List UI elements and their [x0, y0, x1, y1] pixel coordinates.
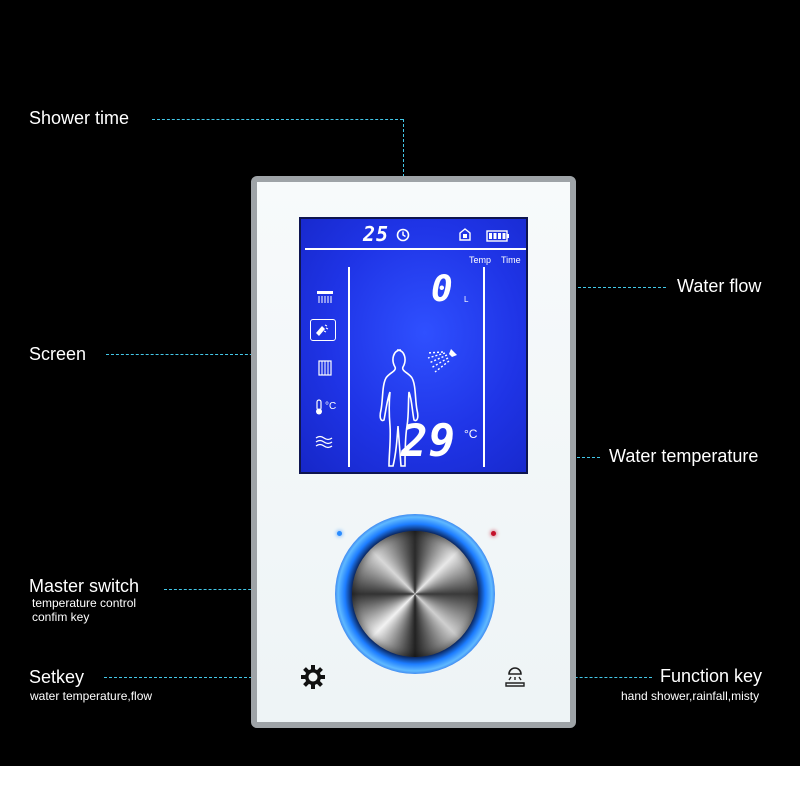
setkey-label: Setkey [29, 667, 85, 687]
water-temperature-unit: °C [464, 427, 478, 441]
master-switch-label: Master switch [29, 576, 140, 596]
function-key-sub: hand shower,rainfall,misty [621, 689, 760, 703]
gear-icon[interactable] [300, 664, 326, 695]
right-divider [483, 267, 485, 467]
water-flow-value: 0 [431, 269, 454, 310]
setkey-sub: water temperature,flow [30, 689, 153, 703]
person-icon [365, 347, 435, 472]
water-flow-label: Water flow [677, 276, 762, 296]
function-key-label: Function key [660, 666, 763, 686]
right-indicator-led [491, 531, 496, 536]
temp-tab: Temp [469, 255, 492, 265]
time-tab: Time [501, 255, 521, 265]
rainfall-icon [316, 290, 334, 309]
lcd-screen[interactable]: 25 Temp Time °C 0 L 29 °C [299, 217, 528, 474]
left-indicator-led [337, 531, 342, 536]
setkey-leader [104, 677, 292, 678]
shower-time-leader-vertical [403, 119, 404, 227]
clock-icon [396, 228, 410, 247]
small-temp-unit: °C [325, 401, 337, 412]
master-switch-knob[interactable] [352, 531, 478, 657]
screen-leader [106, 354, 362, 355]
battery-icon [486, 229, 510, 247]
water-temperature-value: 29 [401, 416, 456, 467]
left-divider [348, 267, 350, 467]
body-jet-icon [318, 360, 332, 381]
master-switch-sub-2: confim key [32, 610, 90, 624]
water-flow-unit: L [464, 295, 469, 304]
spray-icon [425, 347, 459, 378]
shower-time-leader [152, 119, 403, 120]
top-divider [305, 248, 526, 250]
shower-function-icon[interactable] [503, 664, 527, 693]
screen-label: Screen [29, 344, 87, 364]
master-switch-sub-1: temperature control [32, 596, 137, 610]
bottom-white-band [0, 766, 800, 800]
lock-icon [458, 227, 472, 246]
shower-time-label: Shower time [29, 108, 130, 128]
hand-shower-icon [310, 319, 336, 341]
shower-time-value: 25 [363, 222, 390, 246]
water-temperature-label: Water temperature [609, 446, 759, 466]
function-key-leader [535, 677, 652, 678]
mist-icon [315, 435, 333, 454]
thermometer-icon [314, 399, 324, 420]
